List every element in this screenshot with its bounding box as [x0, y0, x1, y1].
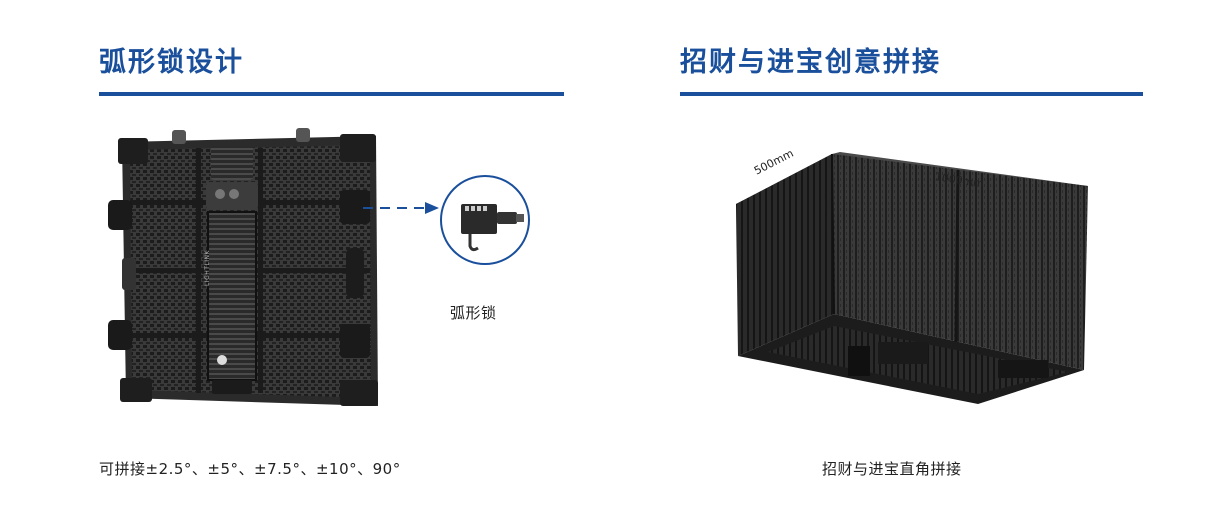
led-panel-image: LIGHTLINK: [108, 128, 383, 411]
right-section-caption: 招财与进宝直角拼接: [822, 460, 962, 478]
cabinet-assembly-image: [728, 146, 1094, 410]
left-section-title: 弧形锁设计: [99, 47, 244, 78]
callout-arrow: [361, 198, 441, 218]
arc-lock-label: 弧形锁: [450, 304, 497, 322]
panel-logo: LIGHTLINK: [204, 250, 211, 286]
left-title-underline: [99, 92, 564, 96]
arc-lock-detail-image: [440, 170, 532, 272]
right-section-title: 招财与进宝创意拼接: [680, 47, 941, 78]
left-section-caption: 可拼接±2.5°、±5°、±7.5°、±10°、90°: [99, 460, 401, 478]
right-title-underline: [680, 92, 1143, 96]
